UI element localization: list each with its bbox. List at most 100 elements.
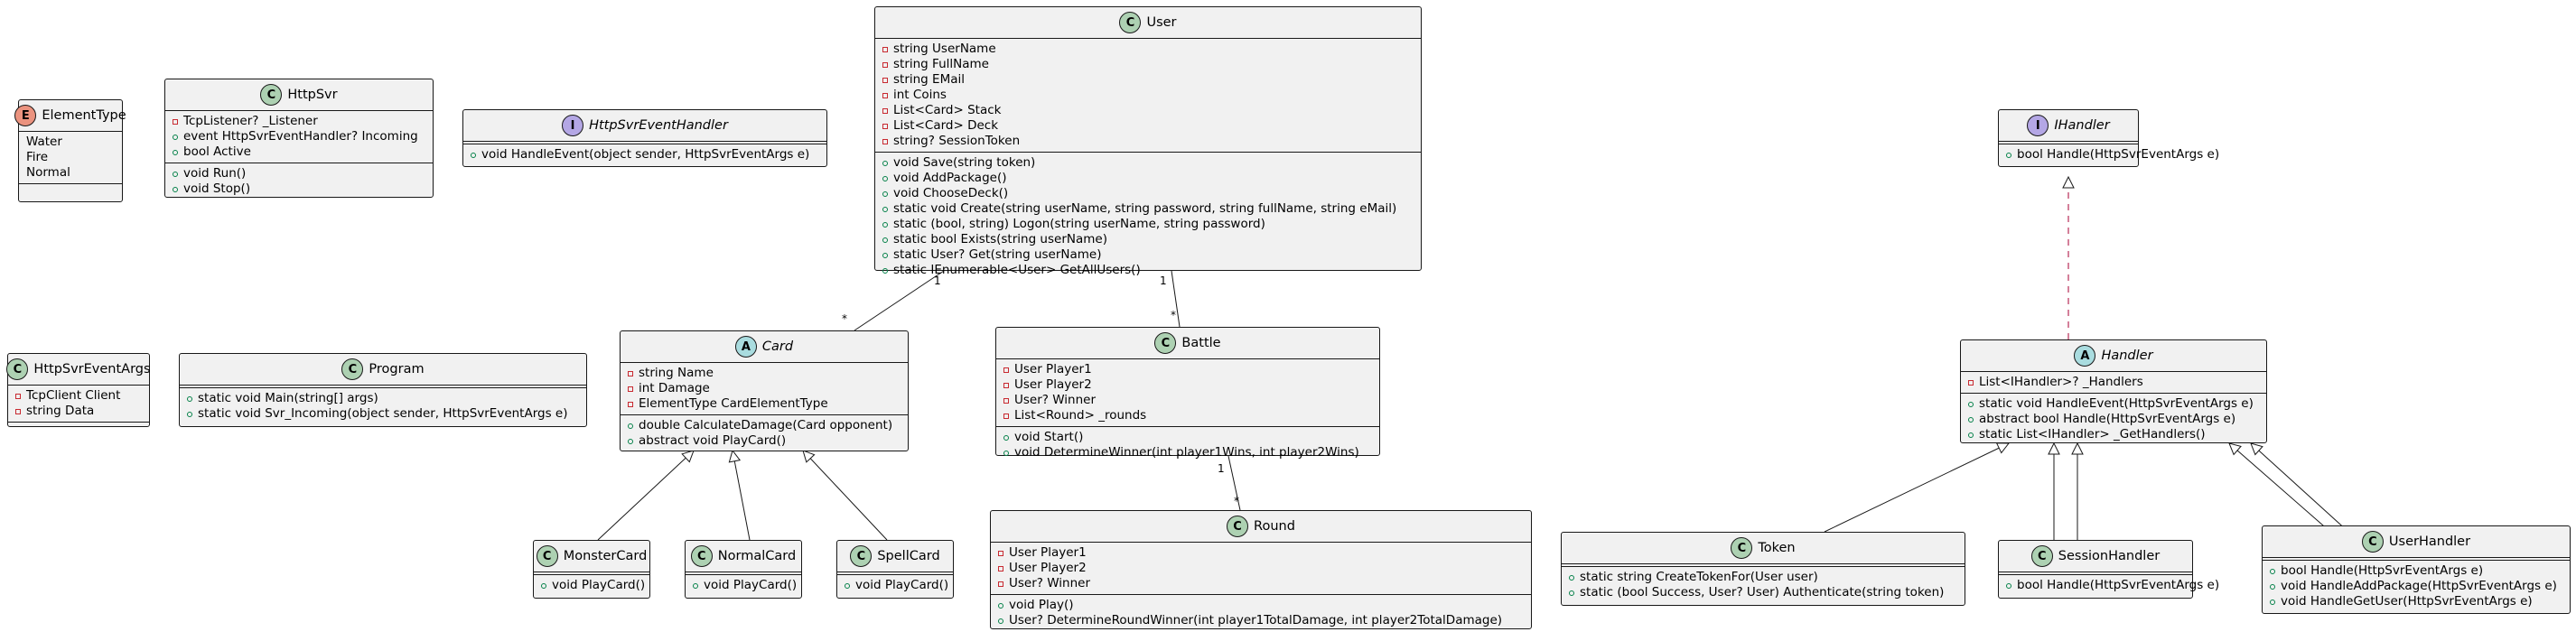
class-name: IHandler [2054, 118, 2110, 133]
private-field-icon [628, 370, 633, 376]
public-method-icon [628, 438, 633, 444]
class-name: NormalCard [717, 549, 797, 563]
method: void PlayCard() [704, 578, 798, 592]
method: double CalculateDamage(Card opponent) [639, 418, 893, 432]
public-method-icon [882, 267, 888, 274]
field: string? SessionToken [893, 134, 1021, 148]
field: string UserName [893, 42, 996, 56]
field: User? Winner [1009, 576, 1090, 590]
gen-normal-card [733, 451, 751, 541]
class-badge-icon: C [690, 545, 713, 567]
method: void Start() [1014, 430, 1084, 444]
public-field-icon [173, 134, 178, 140]
field: List<Card> Stack [893, 103, 1002, 117]
gen-token [1824, 443, 2009, 533]
method: void Save(string token) [893, 155, 1036, 170]
class-badge-icon: C [2030, 545, 2053, 567]
interface-badge-icon: I [562, 115, 584, 136]
method: static void Create(string userName, stri… [893, 201, 1397, 216]
field: TcpClient Client [26, 388, 121, 403]
public-method-icon [882, 206, 888, 212]
mult-user-card-from: 1 [934, 274, 941, 287]
mult-battle-round-from: 1 [1218, 462, 1225, 475]
gen-user-handler-a [2229, 443, 2331, 533]
method: static IEnumerable<User> GetAllUsers() [893, 263, 1141, 277]
field: int Coins [893, 88, 947, 102]
private-field-icon [628, 401, 633, 407]
class-name: SessionHandler [2058, 549, 2161, 563]
field: string Data [26, 404, 95, 418]
class-badge-icon: C [536, 545, 558, 567]
public-method-icon [1569, 590, 1574, 596]
class-name: Handler [2101, 349, 2153, 363]
public-method-icon [2270, 583, 2275, 590]
class-name: User [1146, 15, 1177, 30]
gen-user-handler-b [2251, 443, 2349, 533]
method: void ChooseDeck() [893, 186, 1009, 200]
private-field-icon [1003, 382, 1009, 388]
method: static (bool, string) Logon(string userN… [893, 217, 1265, 231]
method: static void HandleEvent(HttpSvrEventArgs… [1979, 396, 2254, 411]
public-method-icon [882, 221, 888, 228]
method: void AddPackage() [893, 171, 1007, 185]
enum-literal: Normal [26, 165, 70, 180]
class-name: HttpSvr [287, 88, 338, 102]
class-name: HttpSvrEventHandler [589, 118, 728, 133]
method: void PlayCard() [855, 578, 949, 592]
method: static User? Get(string userName) [893, 247, 1102, 262]
class-name: ElementType [42, 108, 126, 123]
enum-literal: Fire [26, 150, 49, 164]
public-method-icon [882, 237, 888, 243]
public-method-icon [1968, 432, 1974, 438]
private-field-icon [1003, 413, 1009, 419]
private-field-icon [998, 581, 1003, 587]
private-field-icon [1003, 397, 1009, 404]
method: void Stop() [183, 181, 251, 196]
field: string EMail [893, 72, 965, 87]
private-field-icon [998, 550, 1003, 556]
field: User Player1 [1014, 362, 1092, 376]
abstract-badge-icon: A [2074, 345, 2096, 367]
field: User? Winner [1014, 393, 1096, 407]
public-method-icon [998, 618, 1003, 624]
public-method-icon [1968, 401, 1974, 407]
method: User? DetermineRoundWinner(int player1To… [1009, 613, 1503, 627]
private-field-icon [998, 565, 1003, 572]
private-field-icon [15, 408, 21, 414]
class-name: Token [1758, 541, 1796, 555]
class-name: SpellCard [877, 549, 940, 563]
public-method-icon [628, 423, 633, 429]
assoc-battle-round [1227, 455, 1241, 511]
class-name: Battle [1181, 336, 1221, 350]
mult-user-battle-to: * [1171, 309, 1176, 321]
public-method-icon [173, 171, 178, 177]
public-method-icon [1569, 574, 1574, 581]
private-field-icon [882, 77, 888, 83]
enum-badge-icon: E [14, 105, 37, 126]
public-field-icon [173, 149, 178, 155]
method: void PlayCard() [552, 578, 646, 592]
method: bool Handle(HttpSvrEventArgs e) [2017, 147, 2220, 162]
public-method-icon [998, 602, 1003, 609]
class-badge-icon: C [1154, 332, 1177, 354]
field: List<Card> Deck [893, 118, 999, 133]
assoc-user-card [854, 270, 945, 331]
public-method-icon [187, 395, 192, 402]
method: void HandleAddPackage(HttpSvrEventArgs e… [2281, 579, 2557, 593]
class-normal-card: C NormalCard void PlayCard() [685, 540, 802, 599]
class-name: HttpSvrEventArgs [33, 362, 151, 376]
method: static (bool Success, User? User) Authen… [1580, 585, 1945, 599]
field: ElementType CardElementType [639, 396, 828, 411]
private-field-icon [882, 92, 888, 98]
private-field-icon [173, 118, 178, 125]
